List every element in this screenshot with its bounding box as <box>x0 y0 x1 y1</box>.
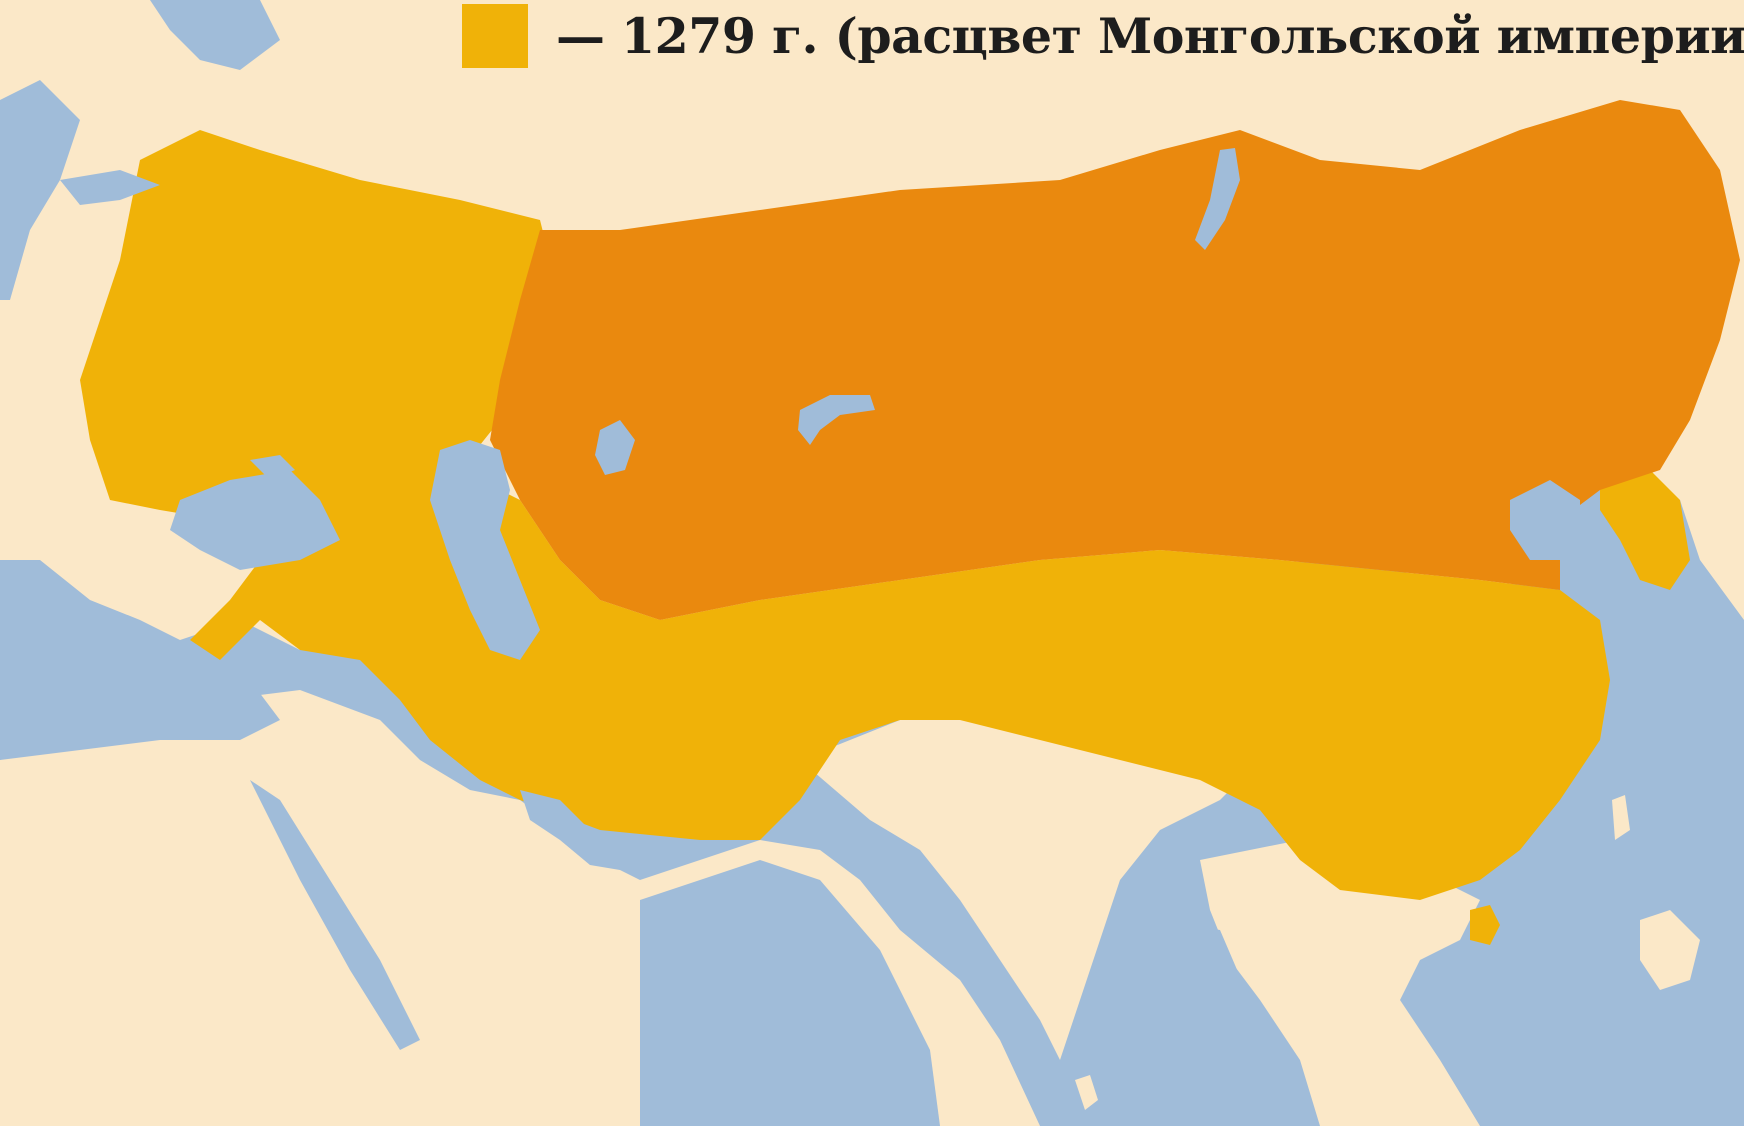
persian-gulf <box>520 790 620 870</box>
land-india <box>800 700 1260 1060</box>
white-sea <box>150 0 280 70</box>
baltic-sea <box>0 80 80 300</box>
map-legend: — 1279 г. (расцвет Монгольской империи) <box>462 4 1744 68</box>
red-sea <box>250 780 420 1050</box>
land-japan-islands <box>1640 910 1700 990</box>
bay-of-bengal <box>1100 920 1250 1126</box>
black-sea <box>170 470 340 570</box>
color-swatch-icon <box>462 4 528 68</box>
empire-1279-region <box>80 130 1610 900</box>
legend-label: — 1279 г. (расцвет Монгольской империи) <box>556 7 1744 65</box>
empire-1279-hainan <box>1470 905 1500 945</box>
sea-of-azov <box>250 455 295 480</box>
empire-core-region <box>490 100 1740 620</box>
taiwan-island <box>1612 795 1630 840</box>
caspian-sea <box>430 440 540 660</box>
gulf-of-finland <box>60 170 160 205</box>
lake-baikal <box>1195 148 1240 250</box>
yellow-sea <box>1510 480 1580 560</box>
sri-lanka-island <box>1075 1075 1098 1110</box>
lake-balkhash <box>798 395 875 445</box>
empire-1279-korea <box>1600 460 1690 590</box>
land-southeast-asia <box>1200 840 1480 1126</box>
mediterranean-sea <box>0 620 280 760</box>
aral-sea <box>595 420 635 475</box>
arabian-sea <box>640 860 940 1126</box>
